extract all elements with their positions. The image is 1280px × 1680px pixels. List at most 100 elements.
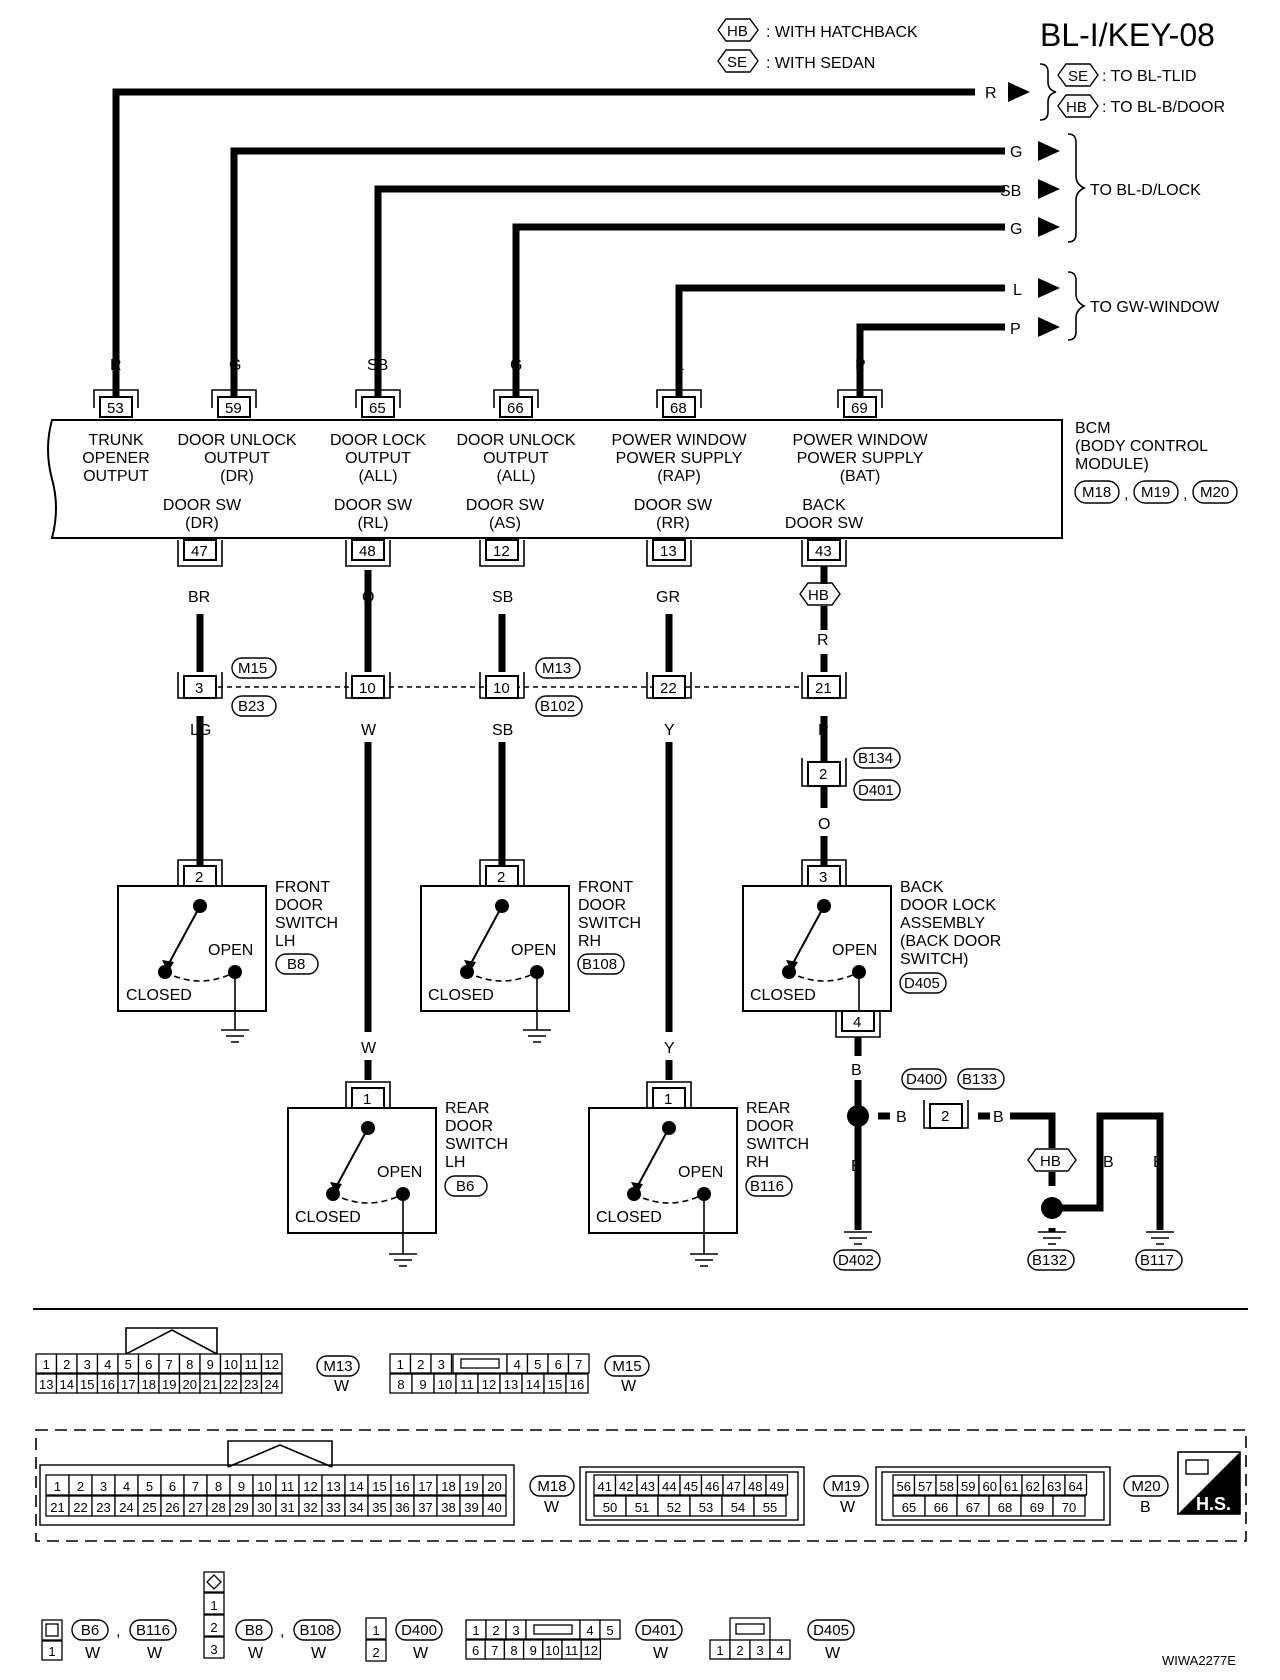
cavity-label: 11 [281,1479,295,1494]
cavity [365,1639,387,1662]
svg-text:OPEN: OPEN [832,942,877,959]
svg-text:P: P [855,357,866,374]
figure-code: WIWA2277E [1162,1653,1236,1668]
wire-color-m18: W [544,1499,560,1516]
cavity-label: 45 [684,1479,698,1494]
cavity-label: 14 [526,1377,540,1392]
tag-d401-view-label: D401 [641,1622,677,1639]
cavity-label: 3 [438,1357,445,1372]
svg-text:,: , [1124,486,1128,503]
wire-color-m13: W [334,1378,350,1395]
svg-text:53: 53 [107,400,124,417]
front-door-switch-lh: 2 OPEN CLOSED FRONT DOOR SWITCH LH B8 [117,859,338,1043]
svg-text:D405: D405 [904,975,940,992]
cavity-label: 52 [667,1500,681,1515]
bcm-top-pins: R 53 G 59 SB 65 G 66 L 68 P 69 [93,357,883,418]
cavity [1052,1495,1086,1517]
svg-text:2: 2 [941,1108,949,1125]
wire-color-sb: SB [1000,183,1021,200]
cavity-label: 59 [961,1479,975,1494]
cavity-label: 64 [1069,1479,1083,1494]
tag-b116-view [129,1619,177,1641]
tag-m19-view-label: M19 [831,1478,860,1495]
tag-m13-view [316,1355,360,1377]
cavity-label: 8 [215,1479,222,1494]
svg-text:B133: B133 [962,1071,997,1088]
wire-color-g2: G [1010,221,1022,238]
svg-text:OUTPUT: OUTPUT [345,450,411,467]
cavity-label: 9 [238,1479,245,1494]
junction-row: 3 10 10 22 21 M15 B23 M13 B102 [177,657,847,717]
cavity-label: 1 [372,1623,379,1638]
cavity-label: 11 [565,1643,579,1658]
cavity-label: 9 [419,1377,426,1392]
cavity-label: 10 [545,1643,559,1658]
ground-b117: B117 [1140,1252,1174,1269]
cavity-label: 2 [372,1645,379,1660]
cavity-label: 6 [472,1643,479,1658]
wire-color-m19: W [840,1499,856,1516]
junction-pin-22: 22 [660,680,677,697]
wire-w-rear: W [361,1040,377,1057]
cavity-label: 11 [460,1377,474,1392]
cavity-label: 2 [63,1357,70,1372]
svg-text:DOOR SW: DOOR SW [334,497,413,514]
rear-door-switch-lh: W 1 OPEN CLOSED REAR DOOR SWITCH LH B6 [287,1040,508,1267]
svg-text:2: 2 [819,766,827,783]
wire-color-b108: W [311,1645,327,1662]
cavity-label: 13 [39,1377,53,1392]
svg-text:(BACK DOOR: (BACK DOOR [900,933,1001,950]
svg-text:DOOR: DOOR [445,1118,493,1135]
door-switch-wires [196,566,828,1032]
cavity-label: 16 [395,1479,409,1494]
cavity-label: 16 [570,1377,584,1392]
cavity-label: 42 [619,1479,633,1494]
front-door-switch-rh: 2 OPEN CLOSED FRONT DOOR SWITCH RH B108 [420,859,641,1043]
svg-text:B: B [896,1109,907,1126]
svg-text:DOOR LOCK: DOOR LOCK [900,897,996,914]
cavity-label: 63 [1047,1479,1061,1494]
svg-text:DOOR UNLOCK: DOOR UNLOCK [177,432,296,449]
cavity-label: 1 [472,1623,479,1638]
bcm-pin-69: P 69 [837,357,883,418]
cavity-label: 13 [504,1377,518,1392]
cavity-label: 4 [123,1479,130,1494]
svg-text:59: 59 [225,400,242,417]
cavity-label: 5 [125,1357,132,1372]
dest-se-tlid: SE : TO BL-TLID [1057,63,1197,87]
wire-color-g1: G [1010,144,1022,161]
tag-b6-view [71,1619,109,1641]
wire-br: BR [188,589,210,606]
hb-tag-back: HB [799,582,841,606]
cavity [753,1495,787,1517]
svg-text:(ALL): (ALL) [358,468,397,485]
cavity-label: 24 [119,1500,133,1515]
tag-b108-view [293,1619,341,1641]
tag-b108-view-label: B108 [299,1622,334,1639]
tag-b116-view-label: B116 [136,1622,170,1639]
cavity-label: 3 [100,1479,107,1494]
svg-text:FRONT: FRONT [275,879,330,896]
junction-pin-10a: 10 [359,680,376,697]
cavity-label: 50 [603,1500,617,1515]
svg-text:68: 68 [670,400,687,417]
bcm-bottom-labels: DOOR SW (DR) DOOR SW (RL) DOOR SW (AS) D… [163,497,864,532]
cavity-label: 5 [606,1623,613,1638]
tag-d400-view-label: D400 [401,1622,437,1639]
wire-sb-out: SB [492,722,513,739]
wire-p-back: P [818,722,829,739]
tag-b8-view-label: B8 [245,1622,263,1639]
cavity-label: 23 [96,1500,110,1515]
cavity [1064,1474,1088,1496]
tag-d400-view [395,1619,443,1641]
svg-text:SWITCH: SWITCH [746,1136,809,1153]
svg-text:OUTPUT: OUTPUT [83,468,149,485]
bcm-module-body [47,419,1063,539]
cavity-label: 66 [934,1500,948,1515]
cavity-label: 6 [169,1479,176,1494]
svg-text:B116: B116 [750,1178,784,1195]
separator-comma: , [280,1623,284,1640]
cavity-label: 6 [555,1357,562,1372]
